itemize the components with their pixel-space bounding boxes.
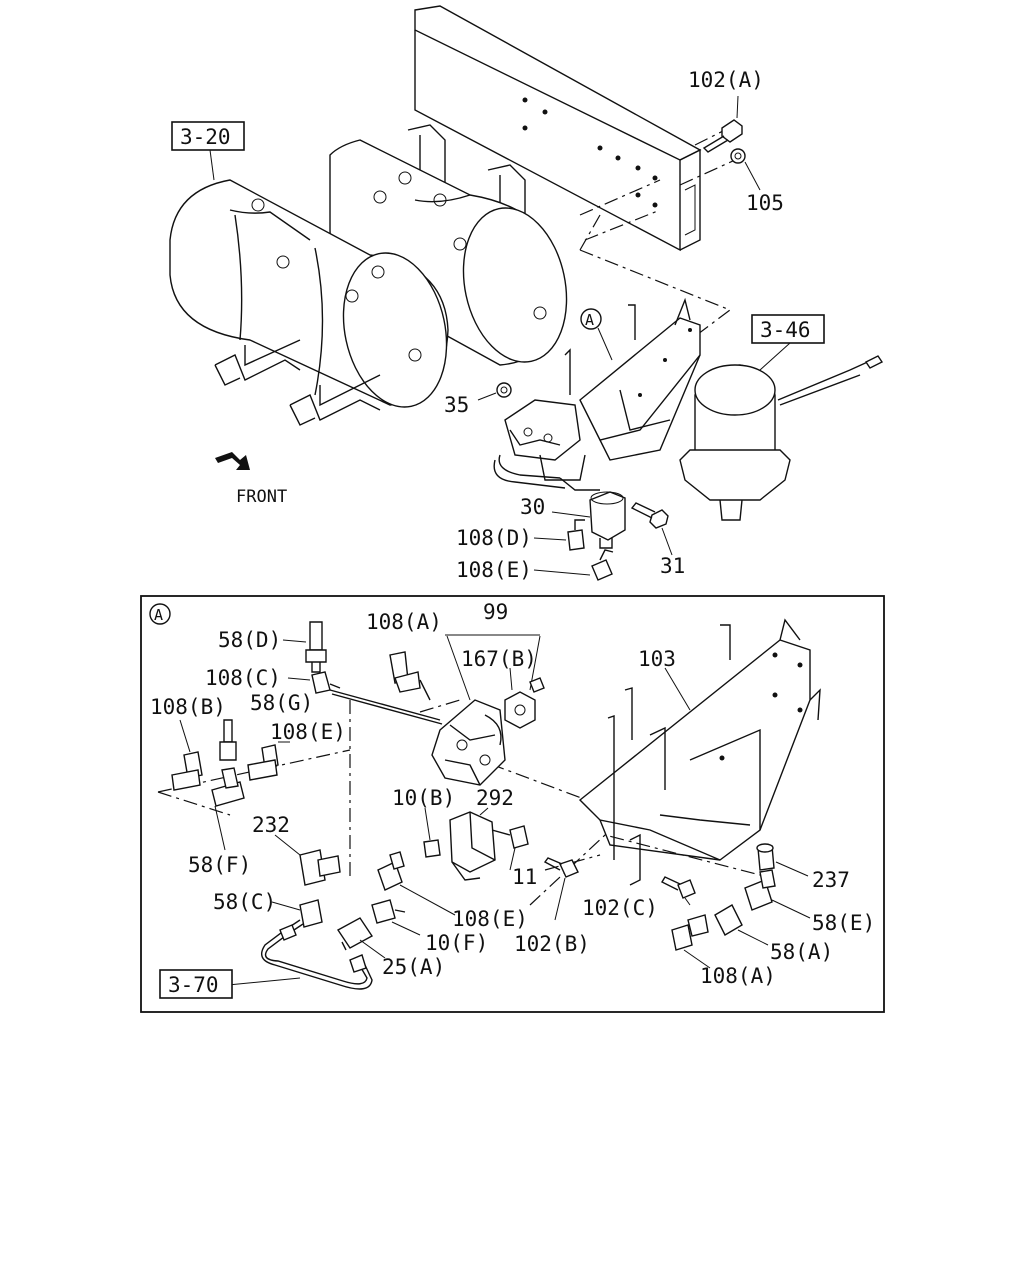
fitting-237-icon — [756, 843, 775, 871]
fitting-58c-icon — [299, 899, 323, 928]
label-108b: 108(B) — [150, 695, 226, 719]
label-108c: 108(C) — [205, 666, 281, 690]
front-arrow-icon — [215, 452, 250, 470]
ref-box-3-46 — [751, 314, 825, 344]
fitting-108b-icon — [171, 751, 203, 791]
label-58a: 58(A) — [770, 940, 833, 964]
fitting-108c-icon — [311, 671, 341, 694]
air-tank-rear — [329, 139, 568, 366]
sensor-25a-icon — [336, 917, 374, 951]
air-dryer — [679, 355, 884, 521]
callout-a-top-label: A — [585, 311, 594, 329]
label-58f: 58(F) — [188, 853, 251, 877]
label-25a: 25(A) — [382, 955, 445, 979]
label-108d: 108(D) — [456, 526, 532, 550]
label-10f: 10(F) — [425, 931, 488, 955]
relay-valve-99 — [431, 699, 506, 786]
nut-35-icon — [496, 382, 512, 398]
label-108a-low: 108(A) — [700, 964, 776, 988]
label-58c: 58(C) — [213, 890, 276, 914]
label-10b: 10(B) — [392, 786, 455, 810]
front-label: FRONT — [236, 487, 287, 507]
plug-11-icon — [509, 825, 529, 849]
label-103: 103 — [638, 647, 676, 671]
label-99: 99 — [483, 600, 508, 624]
label-232: 232 — [252, 813, 290, 837]
fitting-58e-icon — [744, 869, 776, 911]
alignment-lines-upper — [579, 124, 736, 341]
label-58d: 58(D) — [218, 628, 281, 652]
fitting-108d-icon — [567, 519, 585, 551]
tank-support-brackets — [214, 339, 381, 426]
bolt-102b-icon — [543, 857, 579, 878]
label-105: 105 — [746, 191, 784, 215]
valve-bracket-upper — [564, 297, 701, 461]
label-108e-low: 108(E) — [452, 907, 528, 931]
fitting-108a-low-icon — [671, 914, 709, 951]
label-102a: 102(A) — [688, 68, 764, 92]
fitting-10b-icon — [423, 839, 441, 858]
label-58e: 58(E) — [812, 911, 875, 935]
fitting-58d-icon — [305, 621, 327, 673]
air-tank-front — [169, 179, 449, 408]
fitting-10f-icon — [371, 899, 406, 924]
label-167b: 167(B) — [461, 647, 537, 671]
bolt-102c-icon — [661, 876, 696, 899]
label-30: 30 — [520, 495, 545, 519]
tube-3-70 — [261, 919, 373, 990]
callout-circle-a-inset: A — [149, 603, 171, 625]
relay-valve-upper — [493, 399, 600, 491]
detail-inset-a — [140, 595, 885, 1013]
tee-58f-icon — [211, 767, 245, 807]
frame-rail — [414, 5, 702, 252]
label-102b: 102(B) — [514, 932, 590, 956]
label-108a-top: 108(A) — [366, 610, 442, 634]
fitting-108e-top-icon — [591, 549, 614, 581]
screw-167b-icon — [529, 677, 545, 693]
bolt-102a-icon — [702, 119, 743, 153]
fitting-108a-top-icon — [389, 651, 421, 693]
callout-a-inset-label: A — [154, 606, 163, 624]
bracket-103 — [578, 618, 821, 886]
label-35: 35 — [444, 393, 469, 417]
label-102c: 102(C) — [582, 896, 658, 920]
valve-30-icon — [589, 491, 626, 549]
label-31: 31 — [660, 554, 685, 578]
flange-167b-icon — [504, 691, 536, 729]
fitting-232-icon — [299, 849, 341, 886]
nut-105-icon — [730, 148, 746, 164]
ref-box-3-70 — [159, 969, 233, 999]
fitting-108e-mid-icon — [247, 744, 279, 781]
label-108e-mid: 108(E) — [270, 720, 346, 744]
label-237: 237 — [812, 868, 850, 892]
fitting-58a-icon — [714, 904, 743, 936]
label-108e-top: 108(E) — [456, 558, 532, 582]
ref-label-3-46: 3-46 — [760, 318, 811, 342]
label-292: 292 — [476, 786, 514, 810]
ref-label-3-20: 3-20 — [180, 125, 231, 149]
bolt-31-icon — [630, 502, 669, 529]
valve-292-icon — [449, 811, 511, 881]
label-11: 11 — [512, 865, 537, 889]
callout-circle-a-top: A — [580, 308, 602, 330]
fitting-108e-low-icon — [377, 851, 405, 891]
ref-label-3-70: 3-70 — [168, 973, 219, 997]
label-58g: 58(G) — [250, 691, 313, 715]
ref-box-3-20 — [171, 121, 245, 151]
fitting-58g-icon — [219, 719, 237, 761]
